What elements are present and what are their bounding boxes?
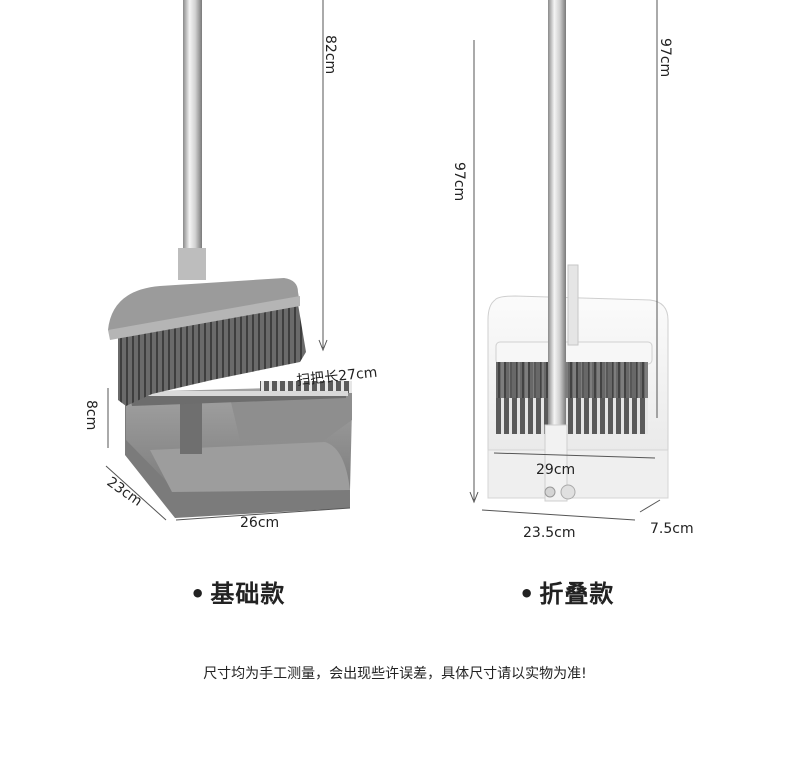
- folding-broom-width-label: 29cm: [536, 462, 575, 478]
- basic-model-title-text: 基础款: [210, 580, 286, 608]
- folding-handle-length-label: 97cm: [657, 38, 673, 77]
- basic-broom-head: [108, 278, 306, 406]
- basic-depth-label: 23cm: [104, 474, 145, 510]
- measurement-disclaimer: 尺寸均为手工测量，会出现些许误差，具体尺寸请以实物为准!: [203, 666, 587, 682]
- folding-handle: [548, 0, 566, 440]
- basic-width-label: 26cm: [240, 515, 279, 531]
- basic-model-title: •基础款: [190, 574, 285, 609]
- basic-dustpan: [125, 381, 352, 518]
- folding-depth-label: 7.5cm: [650, 521, 694, 537]
- folding-dimension-lines: [469, 0, 661, 521]
- folding-model-title: •折叠款: [519, 574, 614, 609]
- basic-handle: [183, 0, 202, 272]
- basic-broom-set: [108, 0, 352, 518]
- folding-broom-set: [487, 0, 669, 502]
- basic-dimension-lines: [105, 0, 351, 521]
- folding-width-label: 23.5cm: [523, 525, 576, 541]
- bullet: •: [190, 580, 207, 608]
- bullet: •: [519, 580, 536, 608]
- folding-total-height-label: 97cm: [451, 162, 467, 201]
- folding-model-title-text: 折叠款: [539, 580, 615, 608]
- basic-height-label: 8cm: [83, 400, 99, 430]
- basic-handle-length-label: 82cm: [322, 35, 338, 74]
